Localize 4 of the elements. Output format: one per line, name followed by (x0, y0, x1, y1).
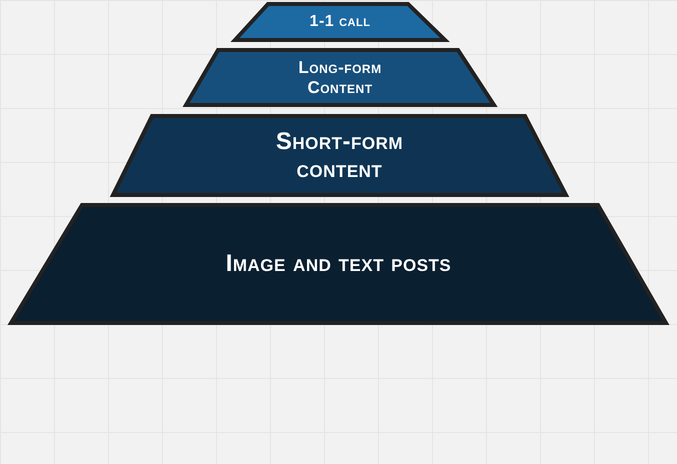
tier-label: Long-form Content (297, 58, 383, 98)
tier-label: Image and text posts (224, 250, 452, 278)
tier-label: 1-1 call (308, 13, 372, 31)
tier-label: Short-form content (274, 128, 404, 184)
